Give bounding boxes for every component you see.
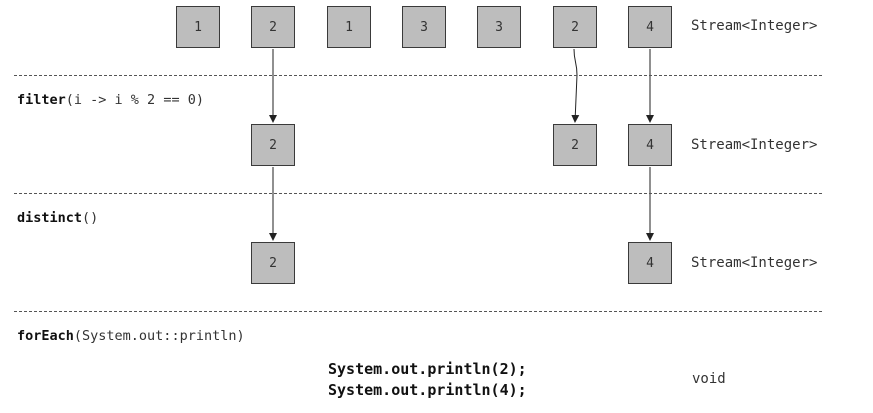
- row1-element-7: 4: [628, 6, 672, 48]
- foreach-op-name: forEach: [17, 328, 74, 344]
- distinct-op-name: distinct: [17, 210, 83, 226]
- row3-type-label: Stream<Integer>: [691, 255, 818, 271]
- row3-element-2: 4: [628, 242, 672, 284]
- row1-element-3: 1: [327, 6, 371, 48]
- divider-3: [14, 311, 822, 312]
- row2-element-1: 2: [251, 124, 295, 166]
- filter-op-args: (i -> i % 2 == 0): [65, 92, 204, 108]
- row1-element-1: 1: [176, 6, 220, 48]
- output-line-2: System.out.println(4);: [328, 381, 527, 399]
- foreach-op-args: (System.out::println): [73, 328, 245, 344]
- distinct-op-args: (): [82, 210, 99, 226]
- filter-op-name: filter: [17, 92, 66, 108]
- row3-element-1: 2: [251, 242, 295, 284]
- row1-element-5: 3: [477, 6, 521, 48]
- divider-1: [14, 75, 822, 76]
- arrow-filter-2b: [571, 48, 580, 123]
- output-line-1: System.out.println(2);: [328, 360, 527, 378]
- output-type-label: void: [692, 371, 726, 387]
- row2-element-2: 2: [553, 124, 597, 166]
- row1-element-4: 3: [402, 6, 446, 48]
- row2-element-3: 4: [628, 124, 672, 166]
- row1-element-6: 2: [553, 6, 597, 48]
- row1-type-label: Stream<Integer>: [691, 18, 818, 34]
- foreach-operation: forEach(System.out::println): [17, 328, 245, 344]
- filter-operation: filter(i -> i % 2 == 0): [17, 92, 204, 108]
- row1-element-2: 2: [251, 6, 295, 48]
- distinct-operation: distinct(): [17, 210, 98, 226]
- row2-type-label: Stream<Integer>: [691, 137, 818, 153]
- divider-2: [14, 193, 822, 194]
